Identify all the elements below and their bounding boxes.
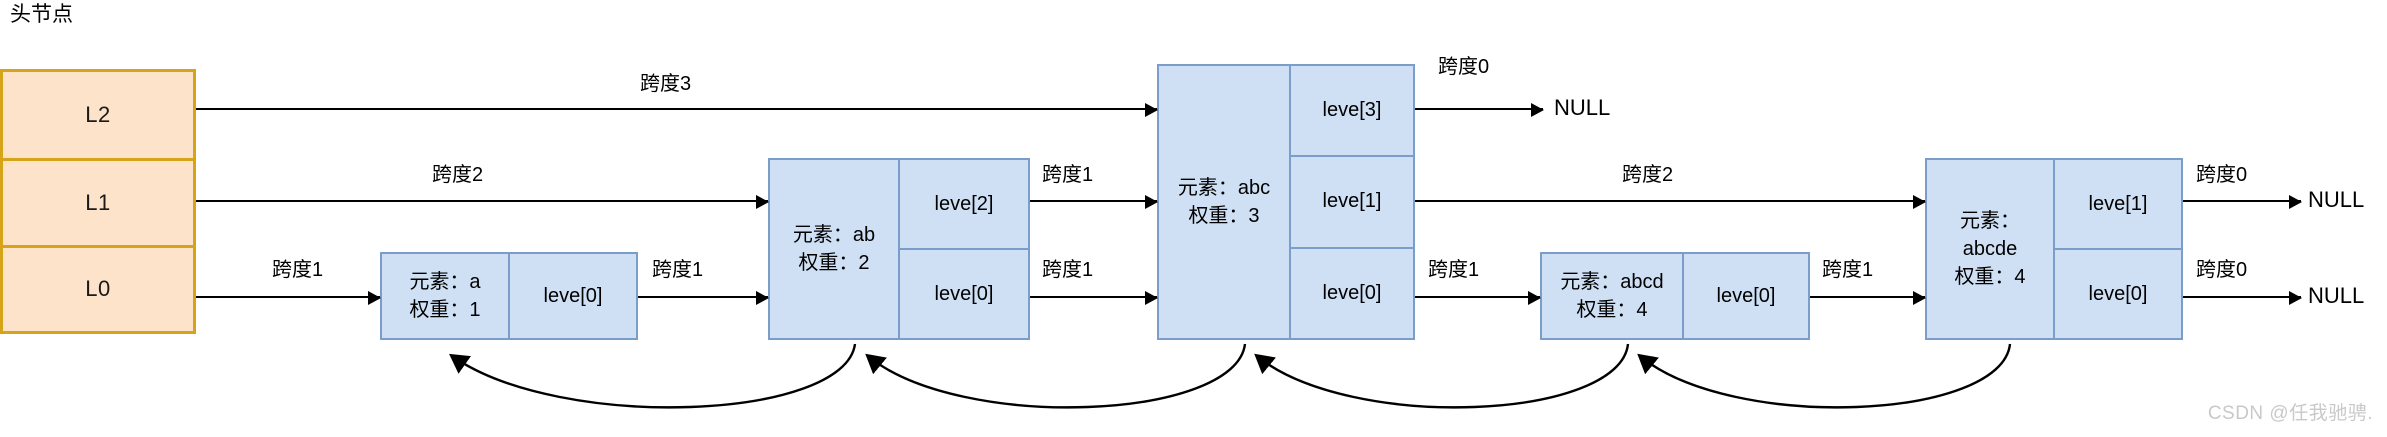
list-node-abcd-level-0-label: leve[0] [1716,284,1776,307]
list-node-abc-level-3: leve[3] [1291,66,1413,155]
list-node-abcd: 元素：abcd 权重：4 leve[0] [1540,252,1810,340]
span-label-l0-abc-to-abcd: 跨度1 [1428,259,1480,281]
head-node-level-l0-label: L0 [85,276,111,302]
span-label-l0-head-to-a: 跨度1 [272,259,324,281]
head-node-level-l0: L0 [3,244,193,331]
arrow-l1-abcde-to-null [2183,195,2302,209]
span-label-l2-head-to-abc: 跨度3 [640,73,692,95]
arrow-l0-abcde-to-null [2183,291,2302,305]
arrow-l0-a-to-ab [638,291,769,305]
list-node-abcd-levels: leve[0] [1684,254,1808,338]
span-label-l1-abcde-to-null: 跨度0 [2196,164,2248,186]
list-node-abcd-weight: 权重：4 [1576,299,1648,321]
span-label-l1-abc-to-abcde: 跨度2 [1622,164,1674,186]
list-node-abcde-element-value: abcde [1962,238,2018,260]
list-node-ab-level-0-label: leve[0] [934,282,994,305]
head-node: L2 L1 L0 [0,69,196,334]
span-label-l0-abcd-to-abcde: 跨度1 [1822,259,1874,281]
head-node-level-l2-label: L2 [85,102,111,128]
list-node-abcde-level-0: leve[0] [2055,248,2181,338]
head-node-caption: 头节点 [10,3,73,26]
list-node-abcde: 元素： abcde 权重：4 leve[1] leve[0] [1925,158,2183,340]
list-node-ab: 元素：ab 权重：2 leve[2] leve[0] [768,158,1030,340]
list-node-a-weight: 权重：1 [409,299,481,321]
list-node-abcd-level-0: leve[0] [1684,254,1808,338]
list-node-a-key: 元素：a 权重：1 [382,254,510,338]
head-node-level-l1-label: L1 [85,189,111,215]
list-node-ab-level-2: leve[2] [900,160,1028,248]
back-arrow-ab-to-a [449,343,857,409]
span-label-l1-ab-to-abc: 跨度1 [1042,164,1094,186]
csdn-watermark: CSDN @任我驰骋. [2207,403,2373,424]
null-label-l0: NULL [2308,283,2365,308]
arrow-l0-abc-to-abcd [1415,291,1541,305]
span-label-l0-a-to-ab: 跨度1 [652,259,704,281]
back-arrow-abcd-to-abc [1254,343,1630,409]
list-node-abcd-key: 元素：abcd 权重：4 [1542,254,1684,338]
head-node-level-l1: L1 [3,158,193,244]
list-node-abc-level-0-label: leve[0] [1322,281,1382,304]
list-node-abcd-element: 元素：abcd [1560,271,1664,293]
list-node-abcde-level-0-label: leve[0] [2088,282,2148,305]
span-label-l2-abc-to-null: 跨度0 [1438,56,1490,78]
list-node-abc-weight: 权重：3 [1188,205,1260,227]
null-label-l1: NULL [2308,187,2365,212]
span-label-l1-head-to-ab: 跨度2 [432,164,484,186]
span-label-l0-ab-to-abc: 跨度1 [1042,259,1094,281]
list-node-abcde-level-1-label: leve[1] [2088,192,2148,215]
list-node-abcde-weight: 权重：4 [1954,266,2026,288]
list-node-abc-level-1-label: leve[1] [1322,190,1382,213]
list-node-abc-key: 元素：abc 权重：3 [1159,66,1291,338]
list-node-abcde-levels: leve[1] leve[0] [2055,160,2181,338]
list-node-ab-element: 元素：ab [792,224,876,246]
list-node-ab-weight: 权重：2 [798,252,870,274]
arrow-l0-ab-to-abc [1030,291,1158,305]
arrow-l1-head-to-ab [196,195,769,209]
arrow-l0-head-to-a [196,291,381,305]
list-node-abcde-key: 元素： abcde 权重：4 [1927,160,2055,338]
span-label-l0-abcde-to-null: 跨度0 [2196,259,2248,281]
back-arrow-abc-to-ab [865,343,1247,409]
list-node-a-level-0-label: leve[0] [543,284,603,307]
arrow-l2-head-to-abc [196,103,1158,117]
list-node-abc-levels: leve[3] leve[1] leve[0] [1291,66,1413,338]
arrow-l2-abc-to-null [1415,103,1544,117]
list-node-abc-level-0: leve[0] [1291,246,1413,338]
list-node-a: 元素：a 权重：1 leve[0] [380,252,638,340]
arrow-l1-abc-to-abcde [1415,195,1926,209]
list-node-a-element: 元素：a [409,271,481,293]
arrow-l1-ab-to-abc [1030,195,1158,209]
list-node-ab-key: 元素：ab 权重：2 [770,160,900,338]
head-node-level-l2: L2 [3,72,193,158]
list-node-abc-level-3-label: leve[3] [1322,99,1382,122]
back-arrow-abcde-to-abcd [1637,343,2012,409]
list-node-abcde-element: 元素： [1960,210,2020,232]
list-node-ab-level-0: leve[0] [900,248,1028,338]
list-node-a-levels: leve[0] [510,254,636,338]
arrow-l0-abcd-to-abcde [1810,291,1926,305]
null-label-l2: NULL [1554,95,1611,120]
list-node-abc: 元素：abc 权重：3 leve[3] leve[1] leve[0] [1157,64,1415,340]
list-node-a-level-0: leve[0] [510,254,636,338]
list-node-abc-level-1: leve[1] [1291,155,1413,246]
list-node-ab-level-2-label: leve[2] [934,192,994,215]
list-node-ab-levels: leve[2] leve[0] [900,160,1028,338]
list-node-abcde-level-1: leve[1] [2055,160,2181,248]
list-node-abc-element: 元素：abc [1177,177,1271,199]
